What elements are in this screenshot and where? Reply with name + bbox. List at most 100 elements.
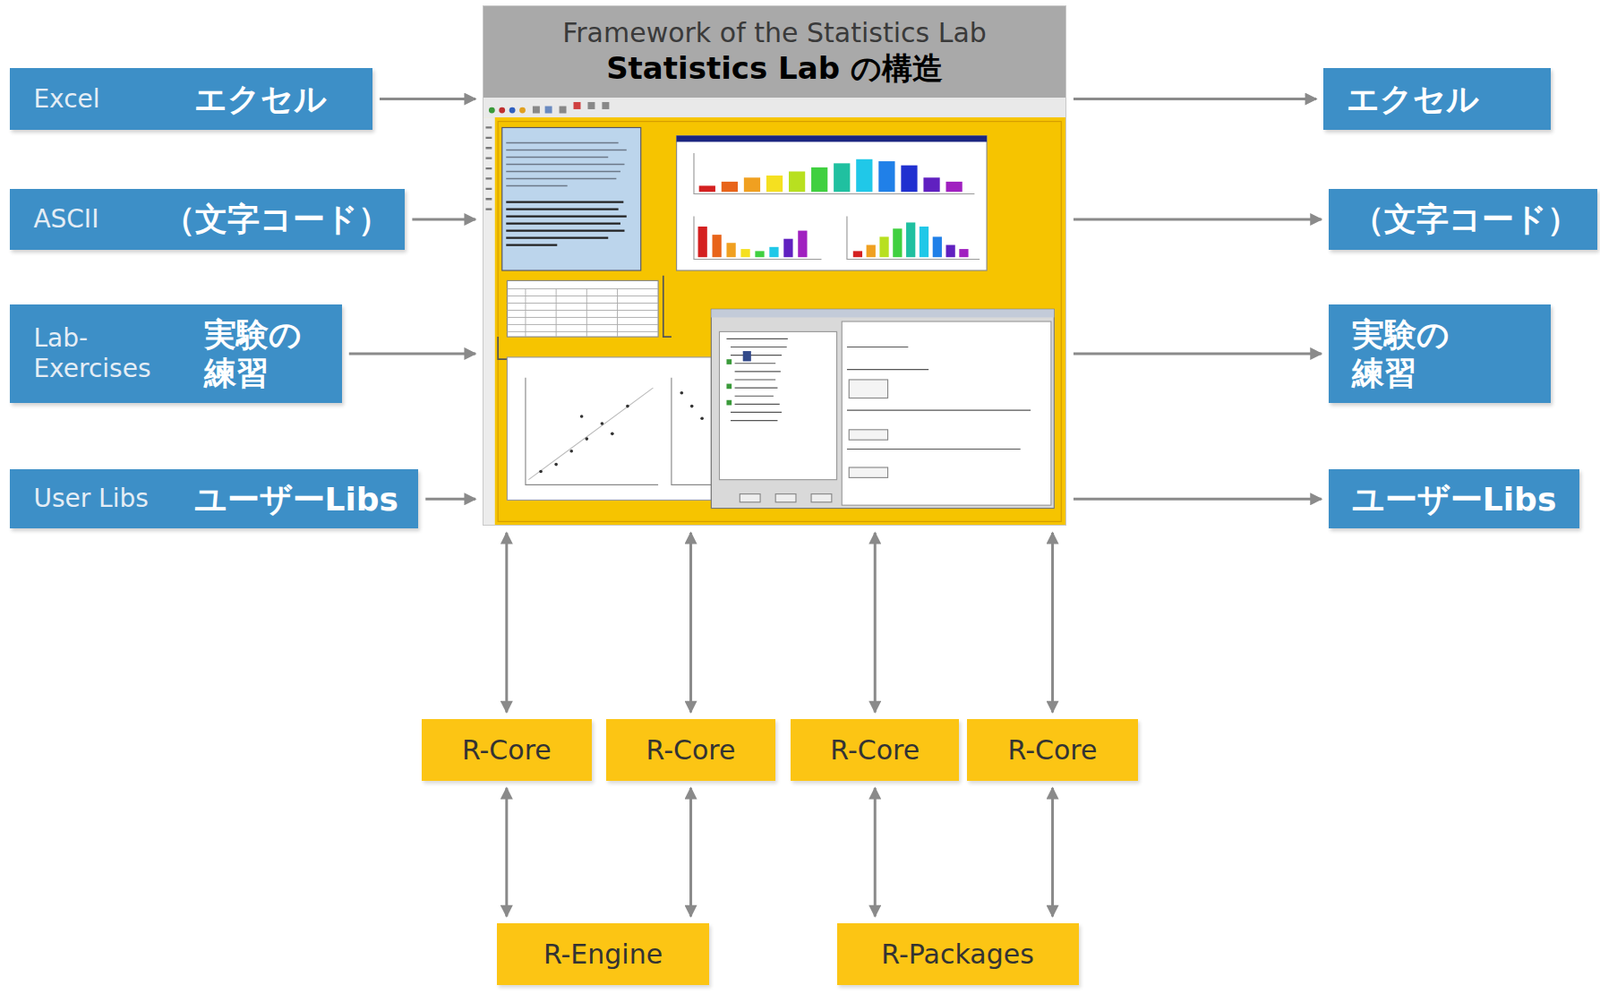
japanese-label: ユーザーLibs: [194, 479, 399, 519]
japanese-label: エクセル: [194, 79, 327, 119]
bar-chart-window-part: [958, 248, 968, 257]
connector-arrow: [1073, 218, 1322, 222]
scatter-window-part: [610, 432, 615, 437]
scatter-window-part: [554, 462, 558, 467]
scatter-window-part: [625, 404, 630, 409]
scatter-window-part: [600, 421, 605, 426]
dialog-window-part: [848, 467, 888, 478]
bar-chart-window: [676, 136, 987, 271]
output-box: 実験の 練習: [1328, 304, 1551, 404]
scatter-window-part: [528, 387, 653, 480]
r-core-box: R-Core: [966, 718, 1138, 780]
toolbar-part: [559, 106, 567, 114]
connector-arrow: [411, 218, 476, 222]
toolbar-part: [498, 107, 505, 114]
dialog-window-part: [726, 400, 732, 406]
bar-chart-window-part: [946, 245, 956, 258]
input-box: Excelエクセル: [9, 68, 373, 129]
connector-arrow: [1051, 787, 1054, 917]
bar-chart-window-part: [744, 177, 761, 192]
toolbar-part: [509, 107, 516, 114]
japanese-label: （文字コード）: [1351, 199, 1580, 239]
japanese-label: エクセル: [1346, 79, 1480, 119]
dialog-window-part: [726, 384, 732, 390]
box-label: R-Core: [462, 734, 552, 766]
text-window-part: [502, 127, 642, 271]
table-window-part: [497, 275, 672, 360]
frame: [497, 121, 1061, 522]
bar-chart-window-part: [783, 239, 793, 258]
bar-chart-window-part: [853, 250, 863, 257]
toolbar: [482, 96, 1067, 526]
scatter-window-part: [506, 357, 711, 501]
toolbar-part: [573, 102, 582, 110]
bar-chart-window-part: [699, 185, 716, 192]
bar-chart-window-part: [866, 245, 876, 258]
dialog-window-part: [726, 359, 732, 365]
dialog-window-part: [726, 338, 788, 420]
connector-arrow: [689, 532, 693, 713]
connector-arrow: [504, 532, 508, 713]
connector-arrow: [1051, 532, 1054, 713]
text-window-part: [505, 143, 626, 187]
scatter-window-part: [679, 391, 684, 395]
toolbar-part: [587, 102, 595, 110]
bar-chart-window-part: [740, 248, 750, 257]
english-label: Lab- Exercises: [33, 323, 205, 384]
output-box: エクセル: [1323, 68, 1551, 129]
japanese-label: 実験の 練習: [204, 315, 302, 393]
dialog-window-part: [811, 494, 832, 503]
japanese-label: 実験の 練習: [1351, 315, 1450, 393]
dialog-window-part: [710, 308, 1054, 508]
bar-chart-window-part: [788, 171, 805, 192]
output-box: （文字コード）: [1328, 188, 1598, 250]
r-core-box: R-Core: [421, 718, 592, 780]
bar-chart-window-part: [726, 242, 736, 257]
scatter-window-part: [525, 377, 713, 486]
bar-chart-window-part: [900, 165, 917, 193]
bar-chart-window-part: [892, 228, 902, 257]
english-label: User Libs: [33, 483, 194, 514]
table-window-part: [506, 289, 659, 338]
scatter-window-part: [700, 416, 704, 420]
bar-chart-window-part: [811, 167, 828, 192]
scatter-window-part: [580, 414, 584, 419]
r-packages-box: R-Packages: [837, 923, 1079, 984]
box-label: R-Core: [829, 734, 920, 766]
dialog-window-part: [848, 379, 888, 399]
box-label: R-Core: [646, 734, 736, 766]
framework-panel: Framework of the Statistics LabStatistic…: [482, 5, 1067, 526]
bar-chart-window-part: [754, 250, 764, 257]
panel-subtitle: Statistics Lab の構造: [606, 49, 943, 88]
table-window: [497, 275, 672, 360]
connector-arrow: [1073, 97, 1317, 101]
bar-chart-window-part: [855, 159, 873, 192]
r-core-box: R-Core: [790, 718, 959, 780]
bar-chart-window-part: [693, 153, 975, 195]
input-box: User LibsユーザーLibs: [9, 469, 419, 529]
english-label: Excel: [33, 84, 194, 115]
bar-chart-window-part: [919, 226, 929, 257]
dialog-window-part: [841, 321, 1052, 505]
bar-chart-window-part: [797, 231, 807, 258]
toolbar-part: [482, 117, 496, 526]
scatter-window-part: [539, 470, 543, 474]
japanese-label: ユーザーLibs: [1351, 479, 1557, 519]
connector-arrow: [504, 787, 508, 917]
screenshot: [482, 96, 1067, 526]
dialog-window-part: [739, 494, 761, 503]
toolbar-part: [485, 127, 492, 209]
bar-chart-window-part: [676, 136, 987, 143]
screenshot-ground: [482, 96, 1067, 526]
bar-chart-window-part: [946, 181, 963, 192]
box-label: R-Packages: [881, 938, 1034, 970]
toolbar-part: [519, 107, 526, 114]
panel-title: Framework of the Statistics Lab: [562, 16, 987, 51]
panel-header: Framework of the Statistics LabStatistic…: [483, 6, 1066, 99]
text-window-part: [505, 202, 626, 246]
connector-arrow: [689, 787, 693, 917]
connector-arrow: [873, 787, 877, 917]
toolbar-part: [601, 102, 609, 110]
scatter-window-part: [585, 436, 590, 441]
toolbar-part: [545, 106, 553, 114]
